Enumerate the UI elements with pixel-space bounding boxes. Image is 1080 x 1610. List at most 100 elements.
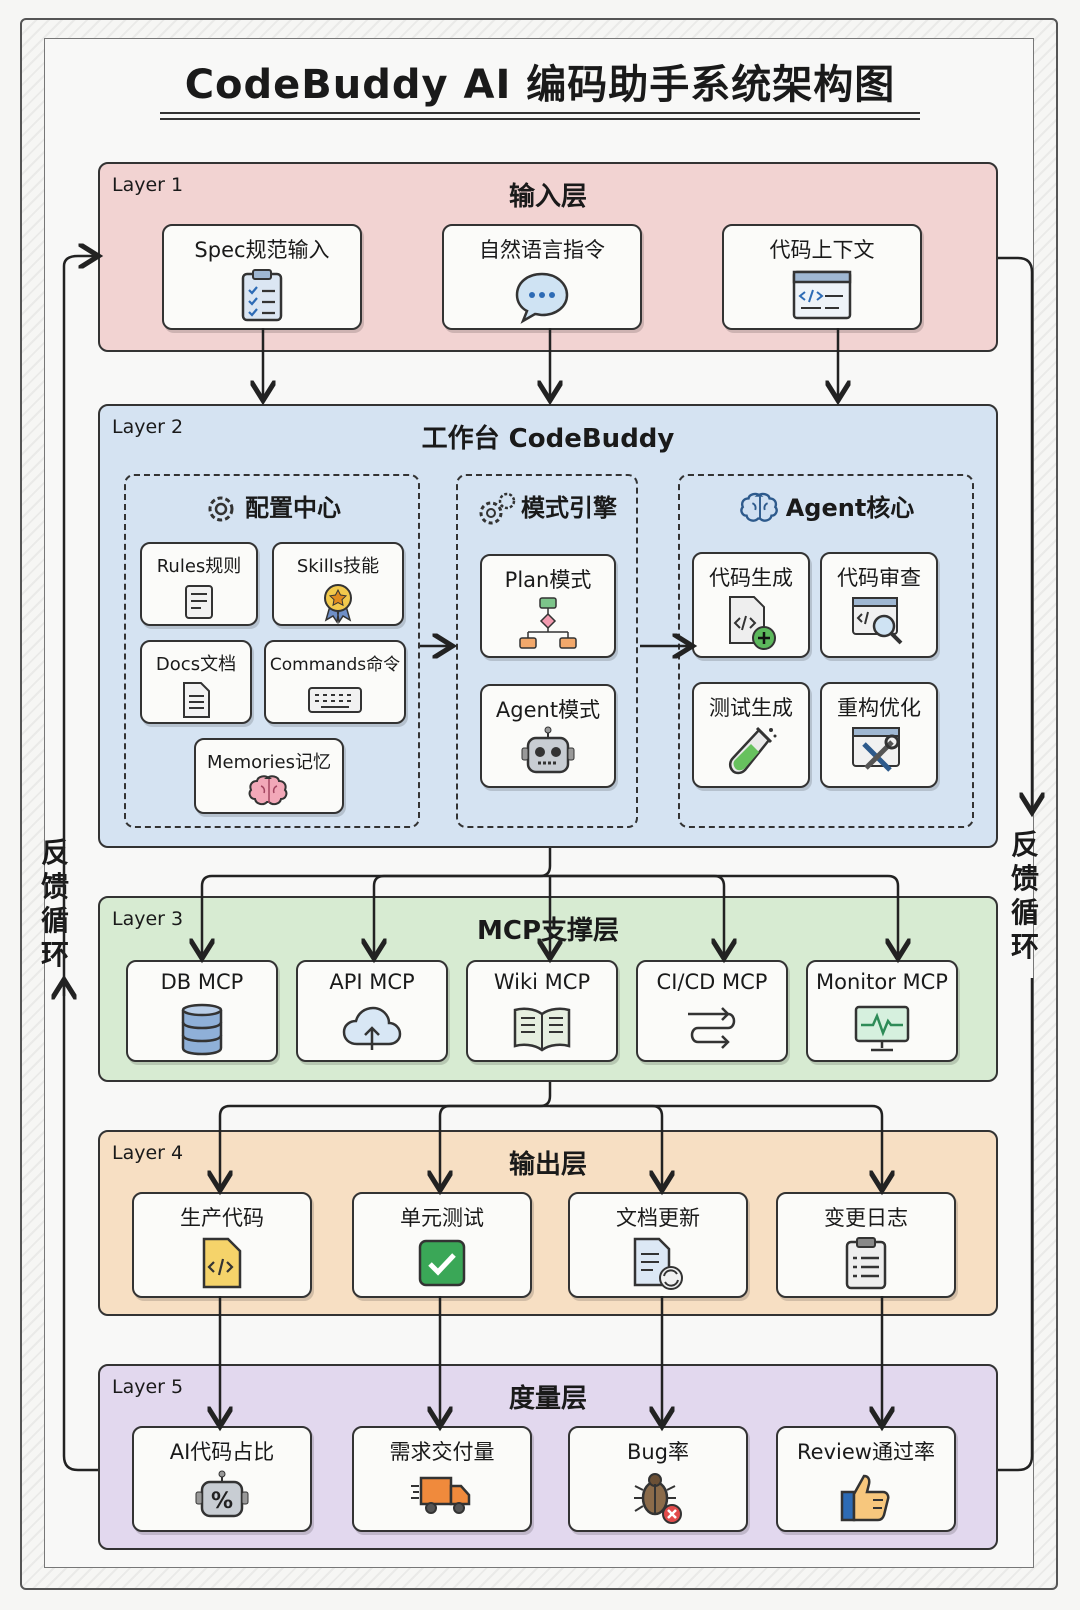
code-window-icon [792, 270, 852, 320]
card-label: 测试生成 [709, 696, 793, 720]
card-refactor[interactable]: 重构优化 [820, 682, 938, 788]
card-monitor-mcp[interactable]: Monitor MCP [806, 960, 958, 1062]
tools-icon [852, 727, 900, 772]
bug-icon [634, 1473, 682, 1524]
layer-title: MCP支撑层 [476, 916, 619, 946]
card-label: 代码上下文 [769, 238, 875, 262]
card-doc-update[interactable]: 文档更新 [568, 1192, 748, 1298]
card-plan-mode[interactable]: Plan模式 [480, 554, 616, 658]
clipboard-checklist-icon [241, 269, 283, 322]
layer-tag: Layer 2 [112, 416, 184, 438]
card-unit-test[interactable]: 单元测试 [352, 1192, 532, 1298]
chat-bubble-icon [515, 272, 569, 324]
delivery-truck-icon [411, 1476, 471, 1514]
card-rules[interactable]: Rules规则 [140, 542, 258, 626]
rules-scroll-icon [185, 585, 213, 619]
card-natural-language[interactable]: 自然语言指令 [442, 224, 642, 330]
card-label: Agent模式 [495, 698, 601, 722]
layer-title: 输入层 [508, 182, 587, 212]
card-label: Review通过率 [797, 1440, 935, 1464]
card-review-pass-rate[interactable]: Review通过率 [776, 1426, 956, 1532]
thumbs-up-icon [840, 1474, 890, 1522]
card-bug-rate[interactable]: Bug率 [568, 1426, 748, 1532]
card-skills[interactable]: Skills技能 [272, 542, 404, 626]
gear-icon [208, 496, 234, 522]
group-title: 配置中心 [126, 488, 418, 527]
card-label: 生产代码 [180, 1206, 264, 1230]
brain-icon [248, 775, 288, 806]
group-title: 模式引擎 [458, 488, 636, 527]
card-label: 代码审查 [837, 566, 921, 590]
keyboard-icon [308, 687, 362, 713]
card-label: Spec规范输入 [194, 238, 330, 262]
database-icon [181, 1003, 223, 1056]
code-file-plus-icon [729, 596, 776, 650]
card-label: 单元测试 [400, 1206, 484, 1230]
card-code-context[interactable]: 代码上下文 [722, 224, 922, 330]
card-label: Wiki MCP [493, 970, 591, 994]
card-cicd-mcp[interactable]: CI/CD MCP [636, 960, 788, 1062]
card-delivery-volume[interactable]: 需求交付量 [352, 1426, 532, 1532]
layer-tag: Layer 4 [112, 1142, 184, 1164]
card-label: Commands命令 [269, 655, 401, 675]
card-label: 变更日志 [824, 1206, 908, 1230]
card-label: Rules规则 [156, 556, 242, 577]
layer-4-output: Layer 4 输出层 生产代码 单元测试 文档更新 变更日志 [98, 1130, 998, 1316]
card-label: 自然语言指令 [479, 238, 605, 262]
title-underline [160, 112, 920, 120]
layer-3-mcp: Layer 3 MCP支撑层 DB MCP API MCP Wiki MCP C… [98, 896, 998, 1082]
card-ai-code-ratio[interactable]: AI代码占比 % [132, 1426, 312, 1532]
clipboard-log-icon [845, 1237, 887, 1290]
group-title-text: 配置中心 [245, 494, 341, 522]
card-label: API MCP [329, 970, 415, 994]
card-code-gen[interactable]: 代码生成 [692, 552, 810, 658]
doc-refresh-icon [633, 1237, 683, 1290]
card-production-code[interactable]: 生产代码 [132, 1192, 312, 1298]
monitor-pulse-icon [854, 1005, 910, 1052]
group-title-text: Agent核心 [785, 494, 915, 522]
card-label: AI代码占比 [169, 1440, 275, 1464]
card-label: CI/CD MCP [656, 970, 768, 994]
card-api-mcp[interactable]: API MCP [296, 960, 448, 1062]
layer-title: 度量层 [508, 1384, 587, 1414]
group-agent-core: Agent核心 代码生成 代码审查 测试生成 [678, 474, 974, 828]
card-label: Monitor MCP [816, 970, 948, 994]
group-title-text: 模式引擎 [521, 494, 617, 522]
card-commands[interactable]: Commands命令 [264, 640, 406, 724]
card-label: 文档更新 [616, 1206, 700, 1230]
layer-1-input: Layer 1 输入层 Spec规范输入 自然语言指令 代码上下文 [98, 162, 998, 352]
code-search-icon [852, 597, 903, 645]
open-book-icon [513, 1007, 571, 1052]
card-docs[interactable]: Docs文档 [140, 640, 252, 724]
card-memories[interactable]: Memories记忆 [194, 738, 344, 814]
badge-award-icon [324, 584, 352, 624]
card-label: DB MCP [160, 970, 244, 994]
code-file-icon [202, 1237, 242, 1289]
card-test-gen[interactable]: 测试生成 [692, 682, 810, 788]
card-agent-mode[interactable]: Agent模式 [480, 684, 616, 788]
card-label: 代码生成 [709, 566, 793, 590]
flowchart-icon [519, 597, 577, 649]
layer-title: 输出层 [508, 1150, 587, 1180]
svg-text:%: % [211, 1489, 233, 1514]
card-wiki-mcp[interactable]: Wiki MCP [466, 960, 618, 1062]
brain-outline-icon [739, 492, 778, 522]
card-label: 重构优化 [837, 696, 921, 720]
group-config-center: 配置中心 Rules规则 Skills技能 Docs文档 Co [124, 474, 420, 828]
group-title: Agent核心 [680, 488, 972, 528]
card-label: Skills技能 [296, 556, 380, 577]
diagram-title: CodeBuddy AI 编码助手系统架构图 [184, 62, 896, 108]
layer-tag: Layer 3 [112, 908, 184, 930]
card-changelog[interactable]: 变更日志 [776, 1192, 956, 1298]
pipeline-arrows-icon [688, 1007, 736, 1049]
layer-5-metrics: Layer 5 度量层 AI代码占比 % 需求交付量 Bug率 [98, 1364, 998, 1550]
card-db-mcp[interactable]: DB MCP [126, 960, 278, 1062]
cloud-upload-icon [342, 1006, 402, 1050]
card-code-review[interactable]: 代码审查 [820, 552, 938, 658]
layer-title: 工作台 CodeBuddy [421, 424, 675, 454]
robot-icon [521, 726, 575, 774]
card-spec-input[interactable]: Spec规范输入 [162, 224, 362, 330]
layer-2-workbench: Layer 2 工作台 CodeBuddy 配置中心 Rules规则 Skill… [98, 404, 998, 848]
feedback-loop-label-right: 反馈循环 [1010, 828, 1039, 963]
test-tube-icon [728, 726, 777, 775]
